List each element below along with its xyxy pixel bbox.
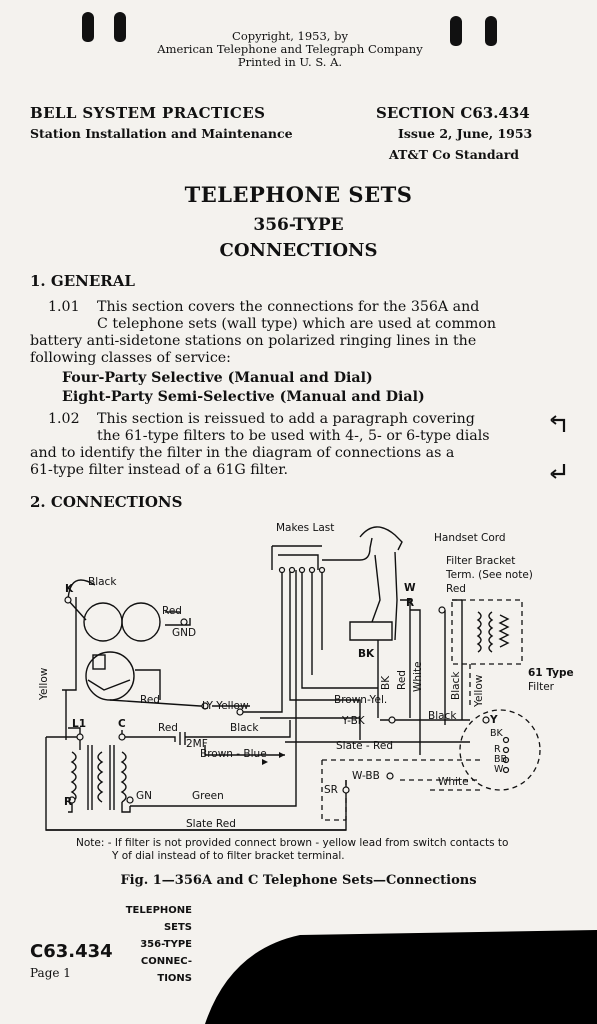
service-class: Eight-Party Semi-Selective (Manual and D… bbox=[62, 389, 425, 405]
standard-label: AT&T Co Standard bbox=[389, 147, 520, 162]
revision-mark-icon bbox=[550, 415, 566, 479]
label-slate-red-mid: Slate - Red bbox=[336, 740, 394, 752]
label-makes-last: Makes Last bbox=[276, 522, 335, 534]
paragraph-number: 1.02 bbox=[48, 411, 80, 427]
label-red-bell: Red bbox=[162, 605, 182, 617]
label-gnd: GND bbox=[172, 627, 197, 639]
section-heading: 1. GENERAL bbox=[30, 272, 135, 290]
paragraph-line: the 61-type filters to be used with 4-, … bbox=[97, 428, 490, 444]
note-line: Y of dial instead of to filter bracket t… bbox=[112, 850, 345, 862]
stamp-line: TIONS bbox=[157, 973, 192, 984]
service-class: Four-Party Selective (Manual and Dial) bbox=[62, 370, 373, 386]
copyright-line: Copyright, 1953, by bbox=[232, 29, 348, 43]
label-w-bb: W-BB bbox=[352, 770, 380, 782]
paragraph-line: This section covers the connections for … bbox=[97, 299, 480, 315]
label-black-top: Black bbox=[88, 576, 117, 588]
copyright-block: Copyright, 1953, by American Telephone a… bbox=[140, 30, 440, 69]
section-number: SECTION C63.434 bbox=[376, 104, 530, 122]
label-dial-w: W bbox=[494, 764, 504, 775]
stamp-line: 356-TYPE bbox=[140, 939, 192, 950]
page-number: Page 1 bbox=[30, 966, 71, 980]
binder-hole bbox=[485, 16, 497, 46]
label-filter: Filter bbox=[528, 681, 555, 693]
issue-date: Issue 2, June, 1953 bbox=[398, 126, 533, 141]
page-subtitle: 356-TYPE bbox=[253, 215, 344, 235]
figure-caption: Fig. 1—356A and C Telephone Sets—Connect… bbox=[120, 873, 477, 888]
label-bk: BK bbox=[358, 648, 375, 660]
label-c: C bbox=[118, 718, 126, 730]
stamp-line: CONNEC- bbox=[140, 956, 192, 967]
copyright-line: American Telephone and Telegraph Company bbox=[157, 42, 423, 56]
label-red-filter: Red bbox=[446, 583, 466, 595]
label-black-cap: Black bbox=[230, 722, 259, 734]
label-red-mid: Red bbox=[140, 694, 160, 706]
label-white-dial: White bbox=[438, 776, 469, 788]
paragraph-line: battery anti-sidetone stations on polari… bbox=[30, 333, 477, 349]
label-green: Green bbox=[192, 790, 224, 802]
label-brown-blue: Brown - Blue bbox=[200, 748, 267, 760]
dept-title: Station Installation and Maintenance bbox=[30, 126, 293, 141]
paragraph-number: 1.01 bbox=[48, 299, 80, 315]
label-filter-bracket: Filter Bracket bbox=[446, 555, 516, 567]
label-ly-yellow: LY Yellow bbox=[202, 700, 249, 712]
label-dial-r: R bbox=[494, 744, 501, 755]
label-r-coil: R bbox=[64, 796, 73, 808]
footer-section-number: C63.434 bbox=[30, 941, 113, 962]
stamp-line: SETS bbox=[163, 922, 192, 933]
paragraph-line: following classes of service: bbox=[30, 350, 231, 366]
label-black-right: Black bbox=[428, 710, 457, 722]
org-title: BELL SYSTEM PRACTICES bbox=[30, 104, 266, 122]
label-l1: L1 bbox=[72, 718, 86, 730]
label-w: W bbox=[404, 582, 416, 594]
paragraph-line: 61-type filter instead of a 61G filter. bbox=[30, 462, 289, 478]
diagram-note: Note: - If filter is not provided connec… bbox=[76, 837, 508, 863]
label-gn: GN bbox=[136, 790, 152, 802]
label-sr: SR bbox=[324, 784, 338, 796]
label-61-type: 61 Type bbox=[528, 667, 574, 679]
note-line: Note: - If filter is not provided connec… bbox=[76, 837, 509, 849]
label-dial-y: Y bbox=[490, 714, 498, 726]
label-dial-bb: BB bbox=[494, 754, 508, 765]
binder-hole bbox=[82, 12, 94, 42]
binder-hole bbox=[450, 16, 462, 46]
label-slate-red-bottom: Slate Red bbox=[186, 818, 236, 830]
paragraph-line: This section is reissued to add a paragr… bbox=[97, 411, 475, 427]
label-r: R bbox=[406, 597, 415, 609]
section-heading: 2. CONNECTIONS bbox=[30, 493, 183, 511]
stamp-line: TELEPHONE bbox=[125, 905, 192, 916]
copyright-line: Printed in U. S. A. bbox=[237, 55, 343, 69]
page-subtitle: CONNECTIONS bbox=[219, 240, 378, 261]
paragraph-line: C telephone sets (wall type) which are u… bbox=[97, 316, 497, 332]
page-title: TELEPHONE SETS bbox=[184, 182, 413, 207]
binder-hole bbox=[114, 12, 126, 42]
index-stamp: TELEPHONE SETS 356-TYPE CONNEC- TIONS bbox=[122, 902, 192, 987]
label-brown-yel: Brown-Yel. bbox=[334, 694, 388, 706]
label-red-cap: Red bbox=[158, 722, 178, 734]
label-y-bk: Y-BK bbox=[342, 715, 365, 727]
paragraph-line: and to identify the filter in the diagra… bbox=[30, 445, 455, 461]
label-k: K bbox=[65, 583, 74, 595]
label-2mf: 2MF bbox=[186, 738, 208, 750]
label-handset-cord: Handset Cord bbox=[434, 532, 506, 544]
label-dial-bk: BK bbox=[490, 728, 503, 739]
label-filter-term: Term. (See note) bbox=[446, 569, 533, 581]
